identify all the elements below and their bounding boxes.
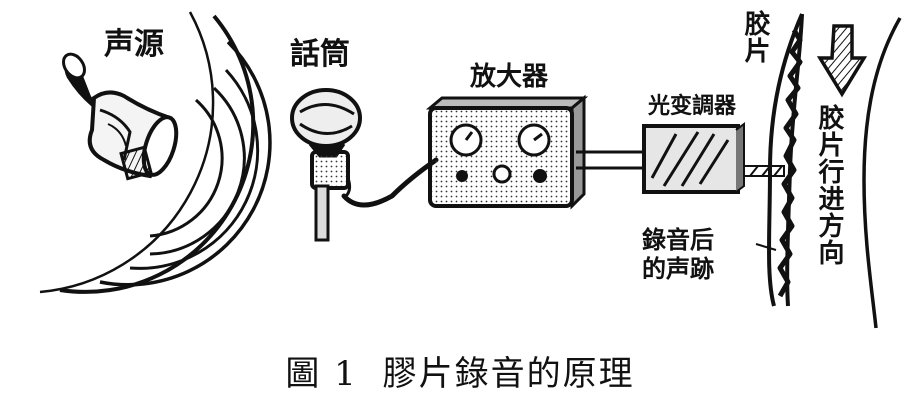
sound-source-label: 声源 bbox=[104, 27, 164, 62]
microphone-cable bbox=[341, 157, 439, 208]
amplifier-knob bbox=[456, 170, 468, 182]
amplifier-dial-left bbox=[449, 123, 483, 157]
microphone-label: 話筒 bbox=[290, 37, 350, 72]
arrow-down-icon bbox=[816, 24, 868, 98]
figure-title: 膠片錄音的原理 bbox=[382, 354, 635, 394]
light-modulator-label: 光变調器 bbox=[648, 94, 737, 119]
film-strip bbox=[767, 13, 902, 329]
modulator-cable bbox=[576, 150, 644, 170]
sound-track-pointer bbox=[755, 243, 777, 251]
amplifier-dial-right bbox=[517, 123, 551, 157]
figure-number: 圖 1 bbox=[285, 354, 358, 394]
amplifier-box bbox=[425, 94, 589, 210]
film-label: 胶片 bbox=[740, 10, 770, 64]
sound-track bbox=[777, 28, 803, 298]
bell-icon bbox=[62, 52, 179, 181]
sound-waves bbox=[39, 11, 272, 294]
sound-track-label: 錄音后 的声跡 bbox=[642, 226, 714, 283]
figure-caption: 圖 1 膠片錄音的原理 bbox=[0, 346, 920, 395]
film-direction-label: 胶片行进方向 bbox=[814, 104, 844, 266]
microphone-icon bbox=[290, 88, 362, 242]
light-modulator-box bbox=[642, 122, 745, 194]
amplifier-knob bbox=[492, 164, 512, 184]
amplifier-knob bbox=[533, 169, 547, 183]
amplifier-label: 放大器 bbox=[470, 62, 549, 92]
light-beam bbox=[743, 165, 785, 177]
